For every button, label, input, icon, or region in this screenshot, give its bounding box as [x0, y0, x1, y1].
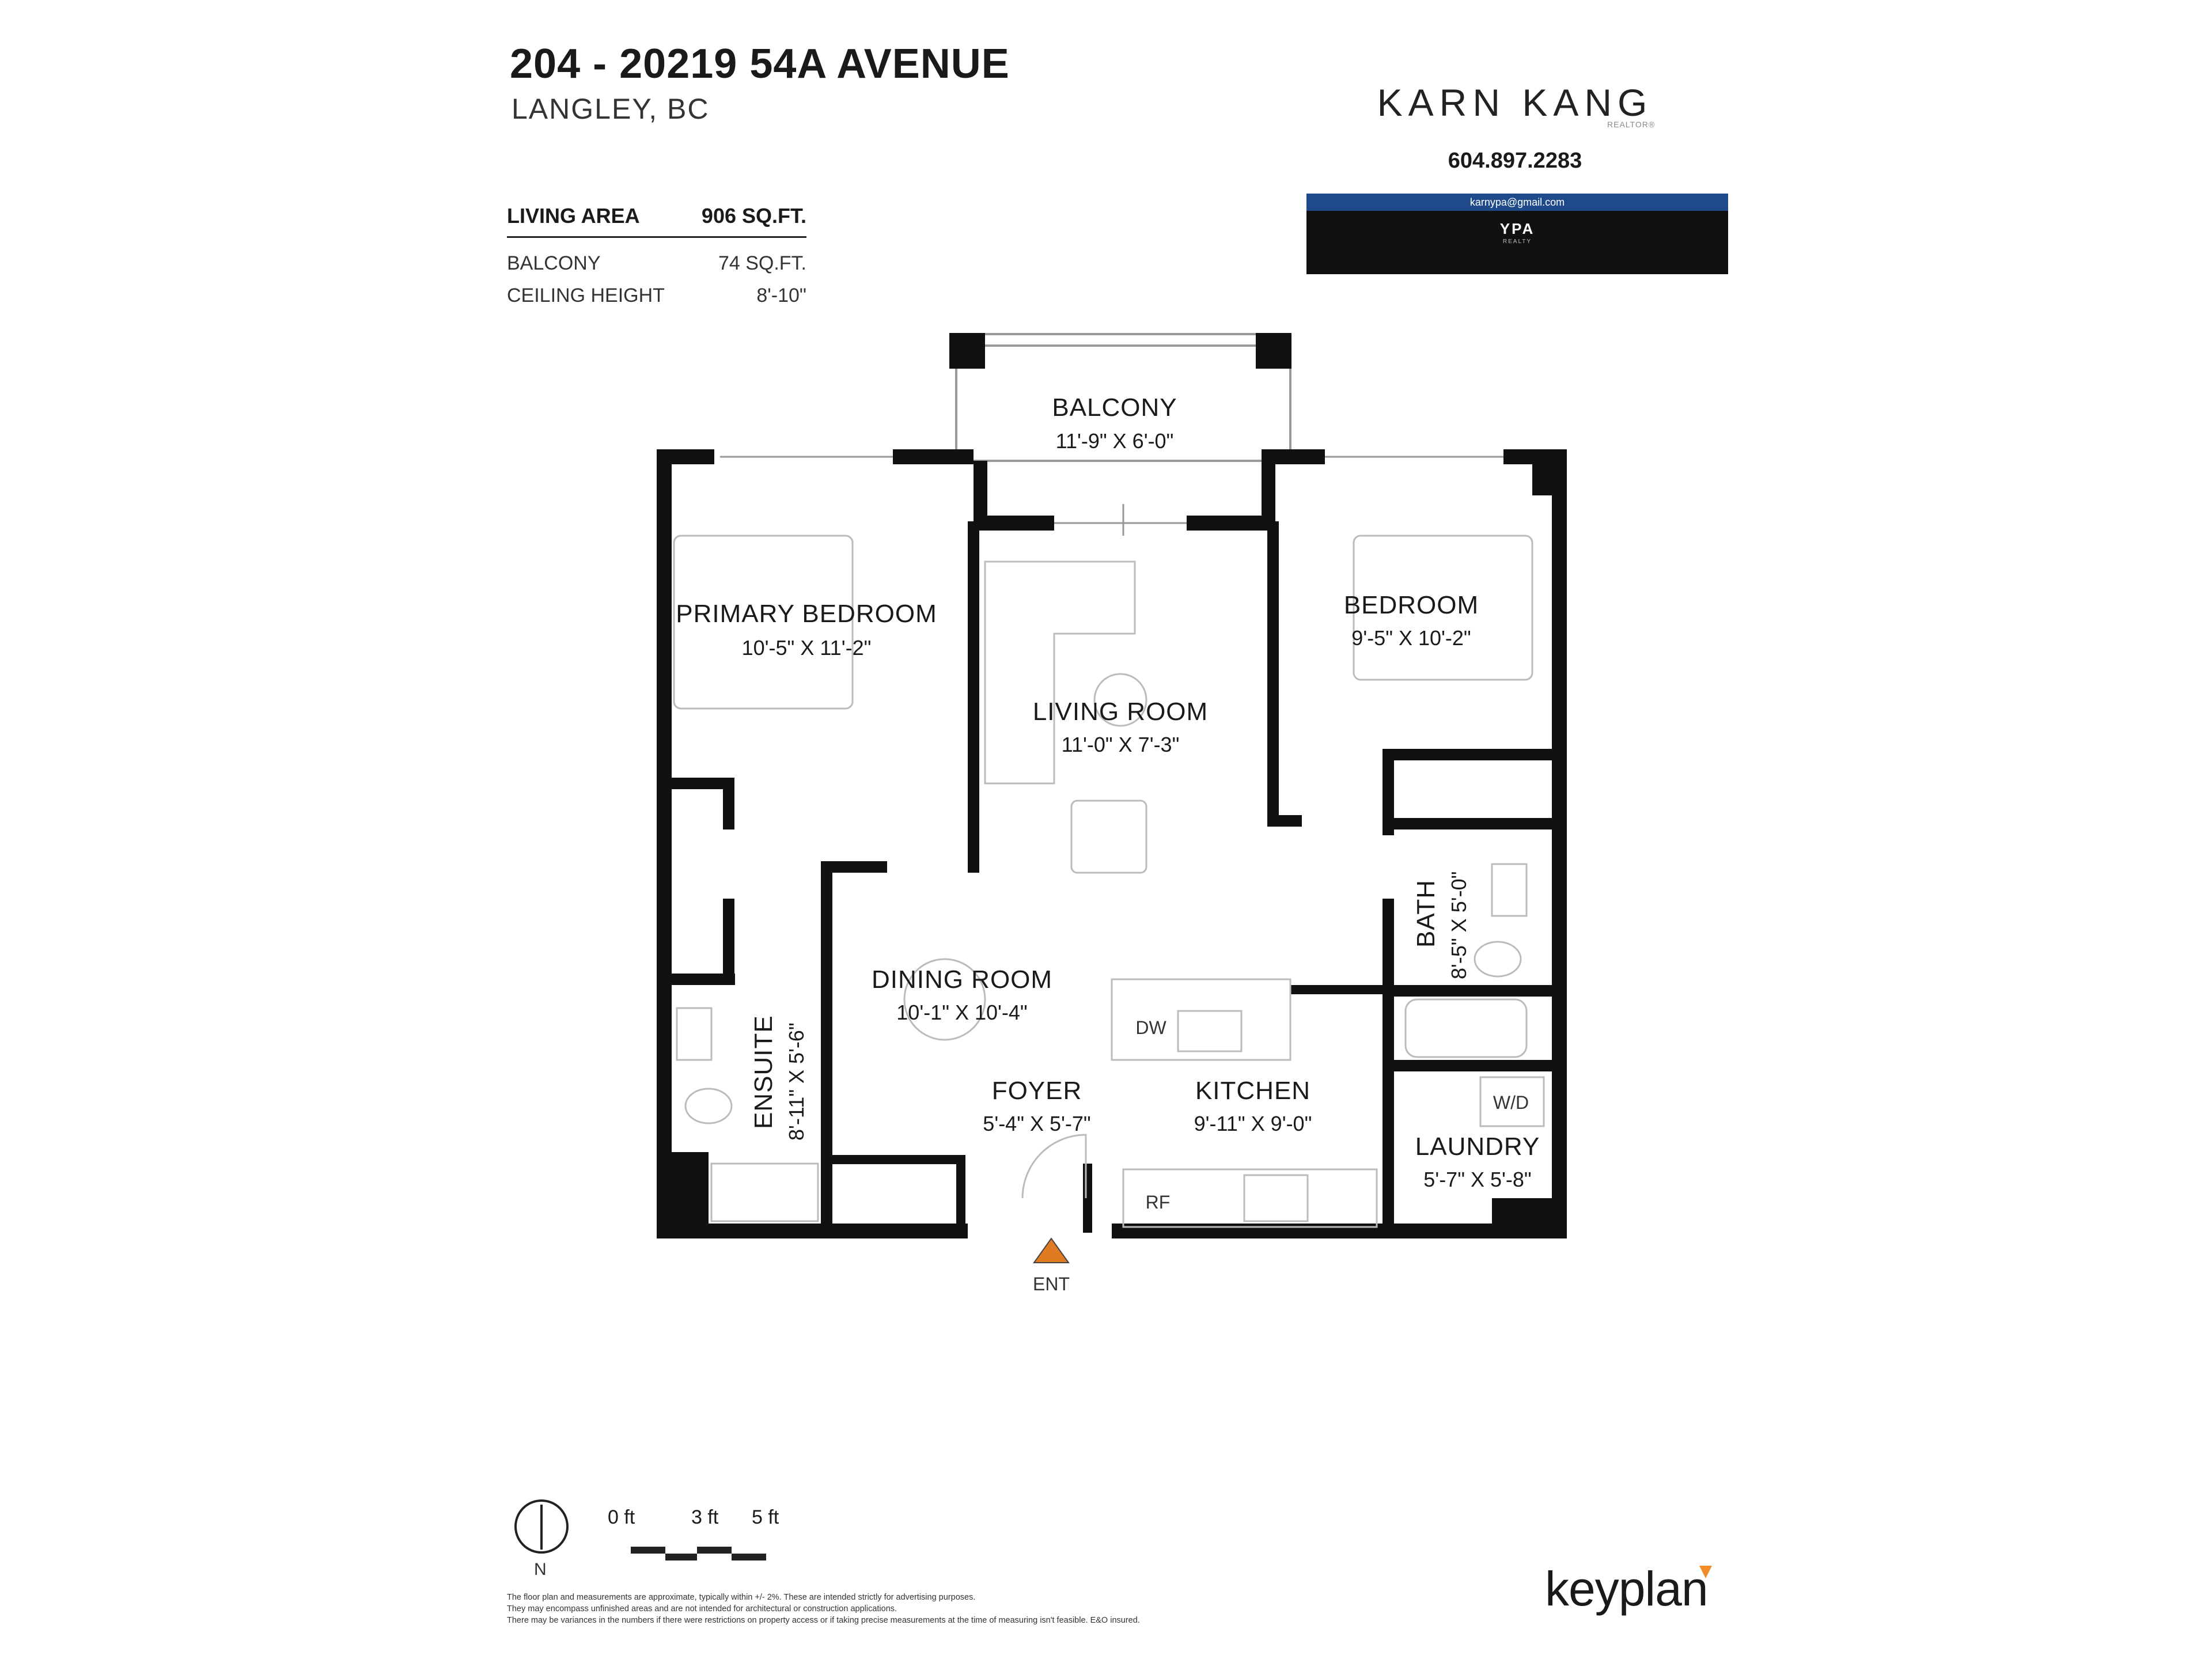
balcony-dims: 11'-9" X 6'-0"	[1056, 429, 1174, 453]
brokerage-logo-sub: REALTY	[1502, 238, 1532, 245]
dining-table	[903, 958, 986, 1041]
primary-bed	[673, 535, 854, 710]
scale-bar	[631, 1547, 766, 1560]
ensuite-label: ENSUITE	[749, 1015, 778, 1129]
agent-email[interactable]: karnypa@gmail.com	[1306, 194, 1728, 211]
scale-label-0: 0 ft	[608, 1506, 635, 1528]
foyer-dims: 5'-4" X 5'-7"	[983, 1112, 1090, 1135]
balcony-area-row: BALCONY 74 SQ.FT.	[507, 247, 806, 279]
living-area-label: LIVING AREA	[507, 204, 640, 228]
bath-dims: 8'-5" X 5'-0"	[1447, 872, 1471, 979]
living-area-row: LIVING AREA 906 SQ.FT.	[507, 196, 806, 238]
brokerage-logo: YPA	[1499, 220, 1535, 237]
bedroom-label: BEDROOM	[1344, 591, 1479, 619]
windows	[720, 456, 1503, 536]
balcony-area-value: 74 SQ.FT.	[718, 252, 806, 274]
entrance-marker	[1033, 1237, 1070, 1263]
ceiling-height-row: CEILING HEIGHT 8'-10"	[507, 279, 806, 312]
laundry-dims: 5'-7" X 5'-8"	[1423, 1168, 1531, 1191]
dining-room-dims: 10'-1" X 10'-4"	[896, 1001, 1027, 1024]
bathtub	[1404, 998, 1528, 1058]
kitchen-label: KITCHEN	[1195, 1077, 1310, 1105]
coffee-table	[1093, 673, 1147, 727]
bedroom-dims: 9'-5" X 10'-2"	[1351, 626, 1471, 650]
disclaimer-line-3: There may be variances in the numbers if…	[507, 1616, 1140, 1625]
disclaimer-line-1: The floor plan and measurements are appr…	[507, 1593, 976, 1602]
agent-name: KARN KANG	[1377, 81, 1653, 124]
living-room-label: LIVING ROOM	[1033, 698, 1208, 726]
dishwasher-label: DW	[1135, 1017, 1166, 1038]
ensuite-toilet	[684, 1088, 733, 1124]
balcony-railing	[955, 333, 1291, 462]
washer-dryer	[1479, 1076, 1545, 1127]
entry-door-swing	[1021, 1134, 1087, 1199]
disclaimer: The floor plan and measurements are appr…	[507, 1592, 1371, 1626]
balcony-area-label: BALCONY	[507, 252, 601, 274]
scale-label-3: 3 ft	[691, 1506, 719, 1528]
agent-phone[interactable]: 604.897.2283	[1448, 149, 1582, 173]
kitchen-island	[1111, 978, 1291, 1061]
agent-designation: REALTOR®	[1607, 120, 1656, 129]
stove	[1243, 1174, 1309, 1222]
area-stats-table: LIVING AREA 906 SQ.FT. BALCONY 74 SQ.FT.…	[507, 196, 806, 312]
ceiling-height-value: 8'-10"	[756, 284, 806, 306]
primary-bedroom-label: PRIMARY BEDROOM	[676, 600, 937, 628]
scale-label-5: 5 ft	[752, 1506, 779, 1528]
laundry-label: LAUNDRY	[1415, 1132, 1540, 1161]
ensuite-dims: 8'-11" X 5'-6"	[785, 1022, 808, 1141]
bath-sink	[1491, 863, 1528, 917]
address-city: LANGLEY, BC	[512, 93, 710, 125]
sofa	[984, 560, 1136, 785]
living-room-dims: 11'-0" X 7'-3"	[1062, 733, 1180, 756]
compass-north-label: N	[534, 1560, 547, 1579]
ceiling-height-label: CEILING HEIGHT	[507, 284, 665, 306]
interior-walls	[672, 521, 1555, 1238]
kitchen-sink	[1177, 1010, 1243, 1052]
bath-toilet	[1474, 941, 1522, 978]
armchair	[1070, 800, 1147, 874]
compass-icon	[514, 1499, 569, 1554]
keyplan-logo: keyplan	[1545, 1562, 1709, 1616]
balcony-label: BALCONY	[1052, 393, 1177, 422]
disclaimer-line-2: They may encompass unfinished areas and …	[507, 1604, 897, 1613]
fridge-label: RF	[1146, 1192, 1171, 1213]
exterior-walls	[657, 333, 1567, 1238]
foyer-label: FOYER	[992, 1077, 1082, 1105]
ensuite-shower	[710, 1162, 819, 1222]
kitchen-counter	[1122, 1168, 1378, 1228]
dining-room-label: DINING ROOM	[872, 965, 1052, 994]
secondary-bed	[1353, 535, 1533, 681]
ensuite-sink	[676, 1007, 713, 1061]
kitchen-dims: 9'-11" X 9'-0"	[1194, 1112, 1312, 1135]
washer-dryer-label: W/D	[1493, 1092, 1529, 1113]
entrance-label: ENT	[1033, 1274, 1070, 1294]
primary-bedroom-dims: 10'-5" X 11'-2"	[742, 636, 872, 660]
living-area-value: 906 SQ.FT.	[701, 204, 806, 228]
agent-brokerage-card: karnypa@gmail.com YPA REALTY	[1306, 194, 1728, 274]
bath-label: BATH	[1412, 880, 1440, 948]
furniture-outlines	[673, 535, 1545, 1228]
address-title: 204 - 20219 54A AVENUE	[510, 41, 1010, 87]
